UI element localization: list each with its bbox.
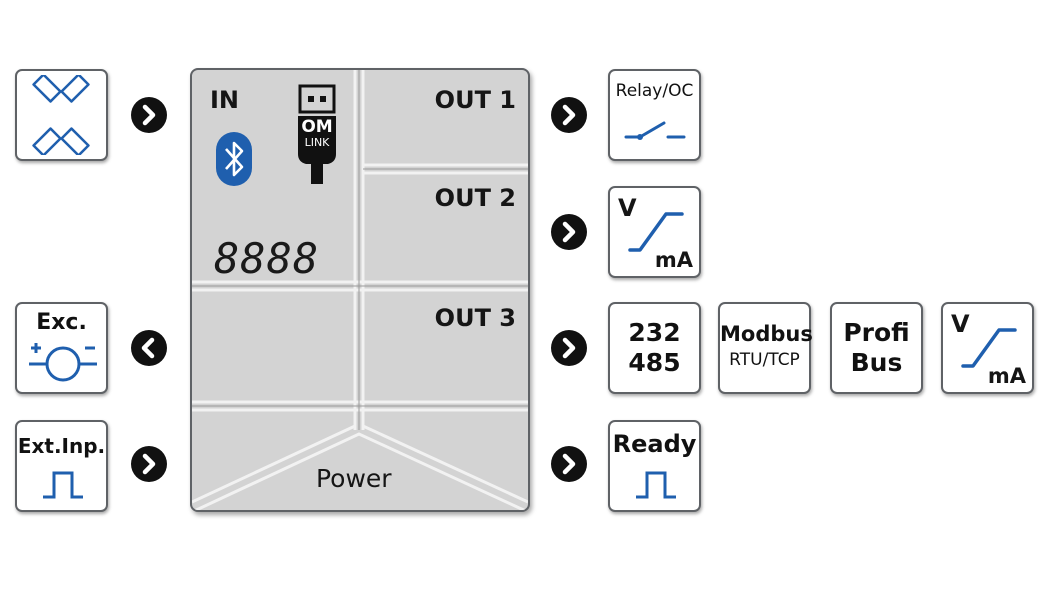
device-panel: IN OM LINK 8888 OUT 1 OUT 2 OUT 3 Power (190, 68, 530, 512)
om-link-line1: OM (301, 117, 333, 137)
arrow-right-icon (551, 446, 587, 482)
serial-interface-box: 232 485 (608, 302, 701, 394)
external-input-box: Ext.Inp. (15, 420, 108, 512)
arrow-right-icon (131, 446, 167, 482)
arrow-left-icon (131, 330, 167, 366)
excitation-source-icon (29, 343, 97, 382)
external-input-label: Ext.Inp. (17, 434, 106, 458)
analog-ramp-icon (628, 212, 684, 252)
bluetooth-icon (216, 132, 252, 186)
analog-ramp-icon (961, 328, 1017, 368)
ready-label: Ready (612, 430, 697, 458)
seven-segment-display: 8888 (214, 234, 320, 283)
arrow-right-icon (551, 214, 587, 250)
arrow-right-icon (551, 330, 587, 366)
milliamp-label: mA (654, 248, 693, 272)
relay-output-box: Relay/OC (608, 69, 701, 161)
relay-switch-icon (624, 121, 686, 140)
pulse-icon (636, 471, 676, 499)
excitation-label: Exc. (36, 310, 87, 335)
analog-output-box: V mA (608, 186, 701, 278)
out3-label: OUT 3 (434, 304, 516, 332)
voltage-label: V (951, 310, 970, 338)
out2-label: OUT 2 (434, 184, 516, 212)
modbus-line1: Modbus (720, 322, 813, 346)
bridge-sensor-icon (32, 75, 90, 155)
profibus-line2: Bus (850, 348, 903, 377)
serial-line1: 232 (628, 318, 681, 347)
arrow-right-icon (551, 97, 587, 133)
relay-label: Relay/OC (615, 81, 694, 101)
om-link-line2: LINK (304, 136, 330, 149)
serial-line2: 485 (628, 348, 681, 377)
voltage-label: V (618, 194, 637, 222)
modbus-line2: RTU/TCP (729, 350, 800, 370)
profibus-line1: Profi (843, 318, 910, 347)
om-link-usb-icon: OM LINK (296, 84, 338, 188)
analog-output-box-2: V mA (941, 302, 1034, 394)
ready-output-box: Ready (608, 420, 701, 512)
bridge-sensor-box (15, 69, 108, 161)
modbus-box: Modbus RTU/TCP (718, 302, 813, 394)
milliamp-label: mA (987, 364, 1026, 388)
power-label: Power (316, 464, 392, 493)
in-label: IN (210, 86, 240, 114)
arrow-right-icon (131, 97, 167, 133)
excitation-box: Exc. (15, 302, 108, 394)
panel-dividers (192, 70, 528, 510)
profibus-box: Profi Bus (830, 302, 923, 394)
out1-label: OUT 1 (434, 86, 516, 114)
pulse-icon (43, 471, 83, 499)
